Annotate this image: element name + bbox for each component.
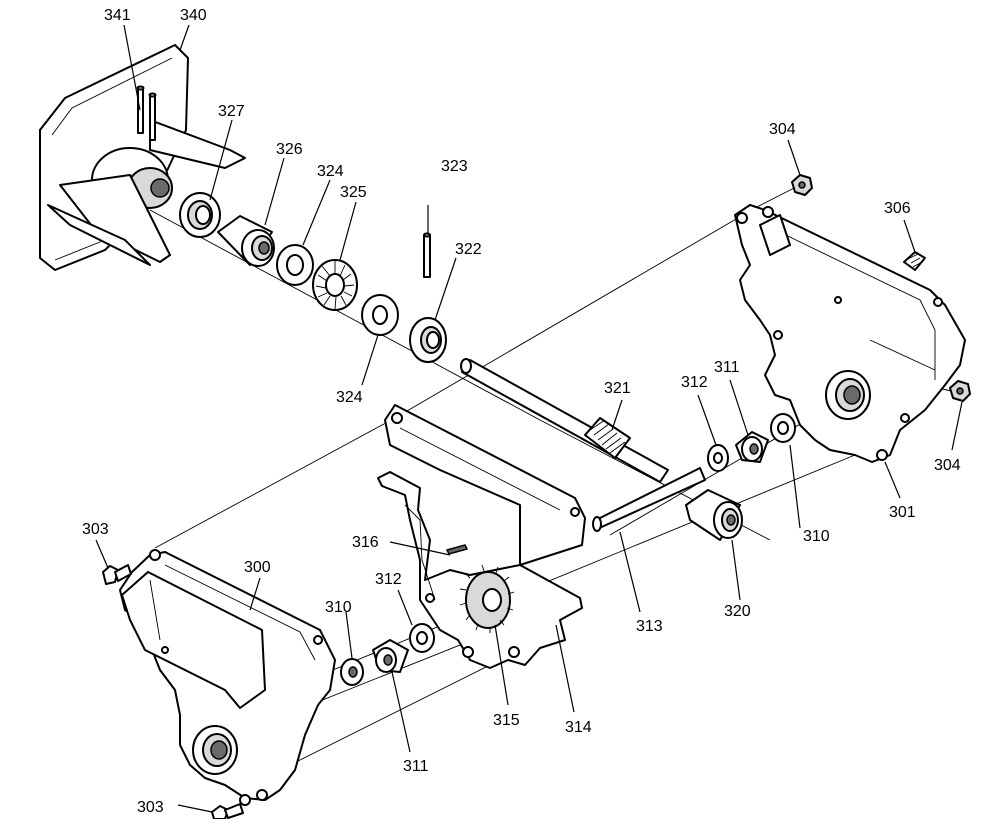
callout-341: 341 xyxy=(104,7,131,24)
shaft-313 xyxy=(592,467,706,532)
bushing-320 xyxy=(685,489,743,541)
callout-304-top: 304 xyxy=(769,121,796,138)
callout-316: 316 xyxy=(352,534,379,551)
collar-322 xyxy=(409,317,447,363)
gasket-314 xyxy=(384,404,586,566)
leader-lines xyxy=(95,24,963,813)
callout-304-right: 304 xyxy=(934,457,961,474)
washer-327 xyxy=(179,192,221,238)
washer-312-right xyxy=(707,444,729,472)
bushing-311-right xyxy=(735,431,769,463)
screw-303-bottom xyxy=(211,803,244,819)
callout-322: 322 xyxy=(455,241,482,258)
callout-303-top: 303 xyxy=(82,521,109,538)
washer-312-left xyxy=(409,623,435,653)
callout-312-left: 312 xyxy=(375,571,402,588)
washer-310-right xyxy=(770,413,796,443)
housing-plate-314 xyxy=(377,471,583,669)
callout-labels: 341 340 327 326 324 325 324 323 322 304 … xyxy=(82,7,961,816)
callout-327: 327 xyxy=(218,103,245,120)
callout-300: 300 xyxy=(244,559,271,576)
callout-303-bottom: 303 xyxy=(137,799,164,816)
thrust-bearing-325 xyxy=(312,259,358,311)
callout-311-left: 311 xyxy=(403,758,429,775)
callout-315: 315 xyxy=(493,712,520,729)
gear-315 xyxy=(459,564,515,633)
pin-323 xyxy=(423,232,431,278)
housing-300 xyxy=(119,549,336,806)
bracket-340 xyxy=(39,44,246,271)
callout-310-right: 310 xyxy=(803,528,830,545)
housing-301 xyxy=(734,204,966,463)
key-316 xyxy=(445,544,469,555)
callout-306: 306 xyxy=(884,200,911,217)
callout-340: 340 xyxy=(180,7,207,24)
bushing-311-left xyxy=(372,639,409,673)
callout-324-upper: 324 xyxy=(317,163,344,180)
nut-304-top xyxy=(791,174,813,196)
pins-341 xyxy=(136,85,157,141)
callout-325: 325 xyxy=(340,184,367,201)
callout-311-right: 311 xyxy=(714,359,740,376)
callout-326: 326 xyxy=(276,141,303,158)
fitting-306 xyxy=(903,251,926,271)
screw-303-top xyxy=(102,564,132,585)
callout-321: 321 xyxy=(604,380,631,397)
nut-304-right xyxy=(949,380,971,402)
callout-324-lower: 324 xyxy=(336,389,363,406)
washer-324-lower xyxy=(361,294,399,336)
callout-313: 313 xyxy=(636,618,663,635)
callout-301: 301 xyxy=(889,504,916,521)
washer-324-upper xyxy=(276,244,314,286)
callout-320: 320 xyxy=(724,603,751,620)
callout-323: 323 xyxy=(441,158,468,175)
callout-314: 314 xyxy=(565,719,592,736)
callout-310-left: 310 xyxy=(325,599,352,616)
bushing-326 xyxy=(217,215,275,267)
worm-shaft-321 xyxy=(460,358,669,483)
callout-312-right: 312 xyxy=(681,374,708,391)
washer-310-left xyxy=(340,658,364,686)
